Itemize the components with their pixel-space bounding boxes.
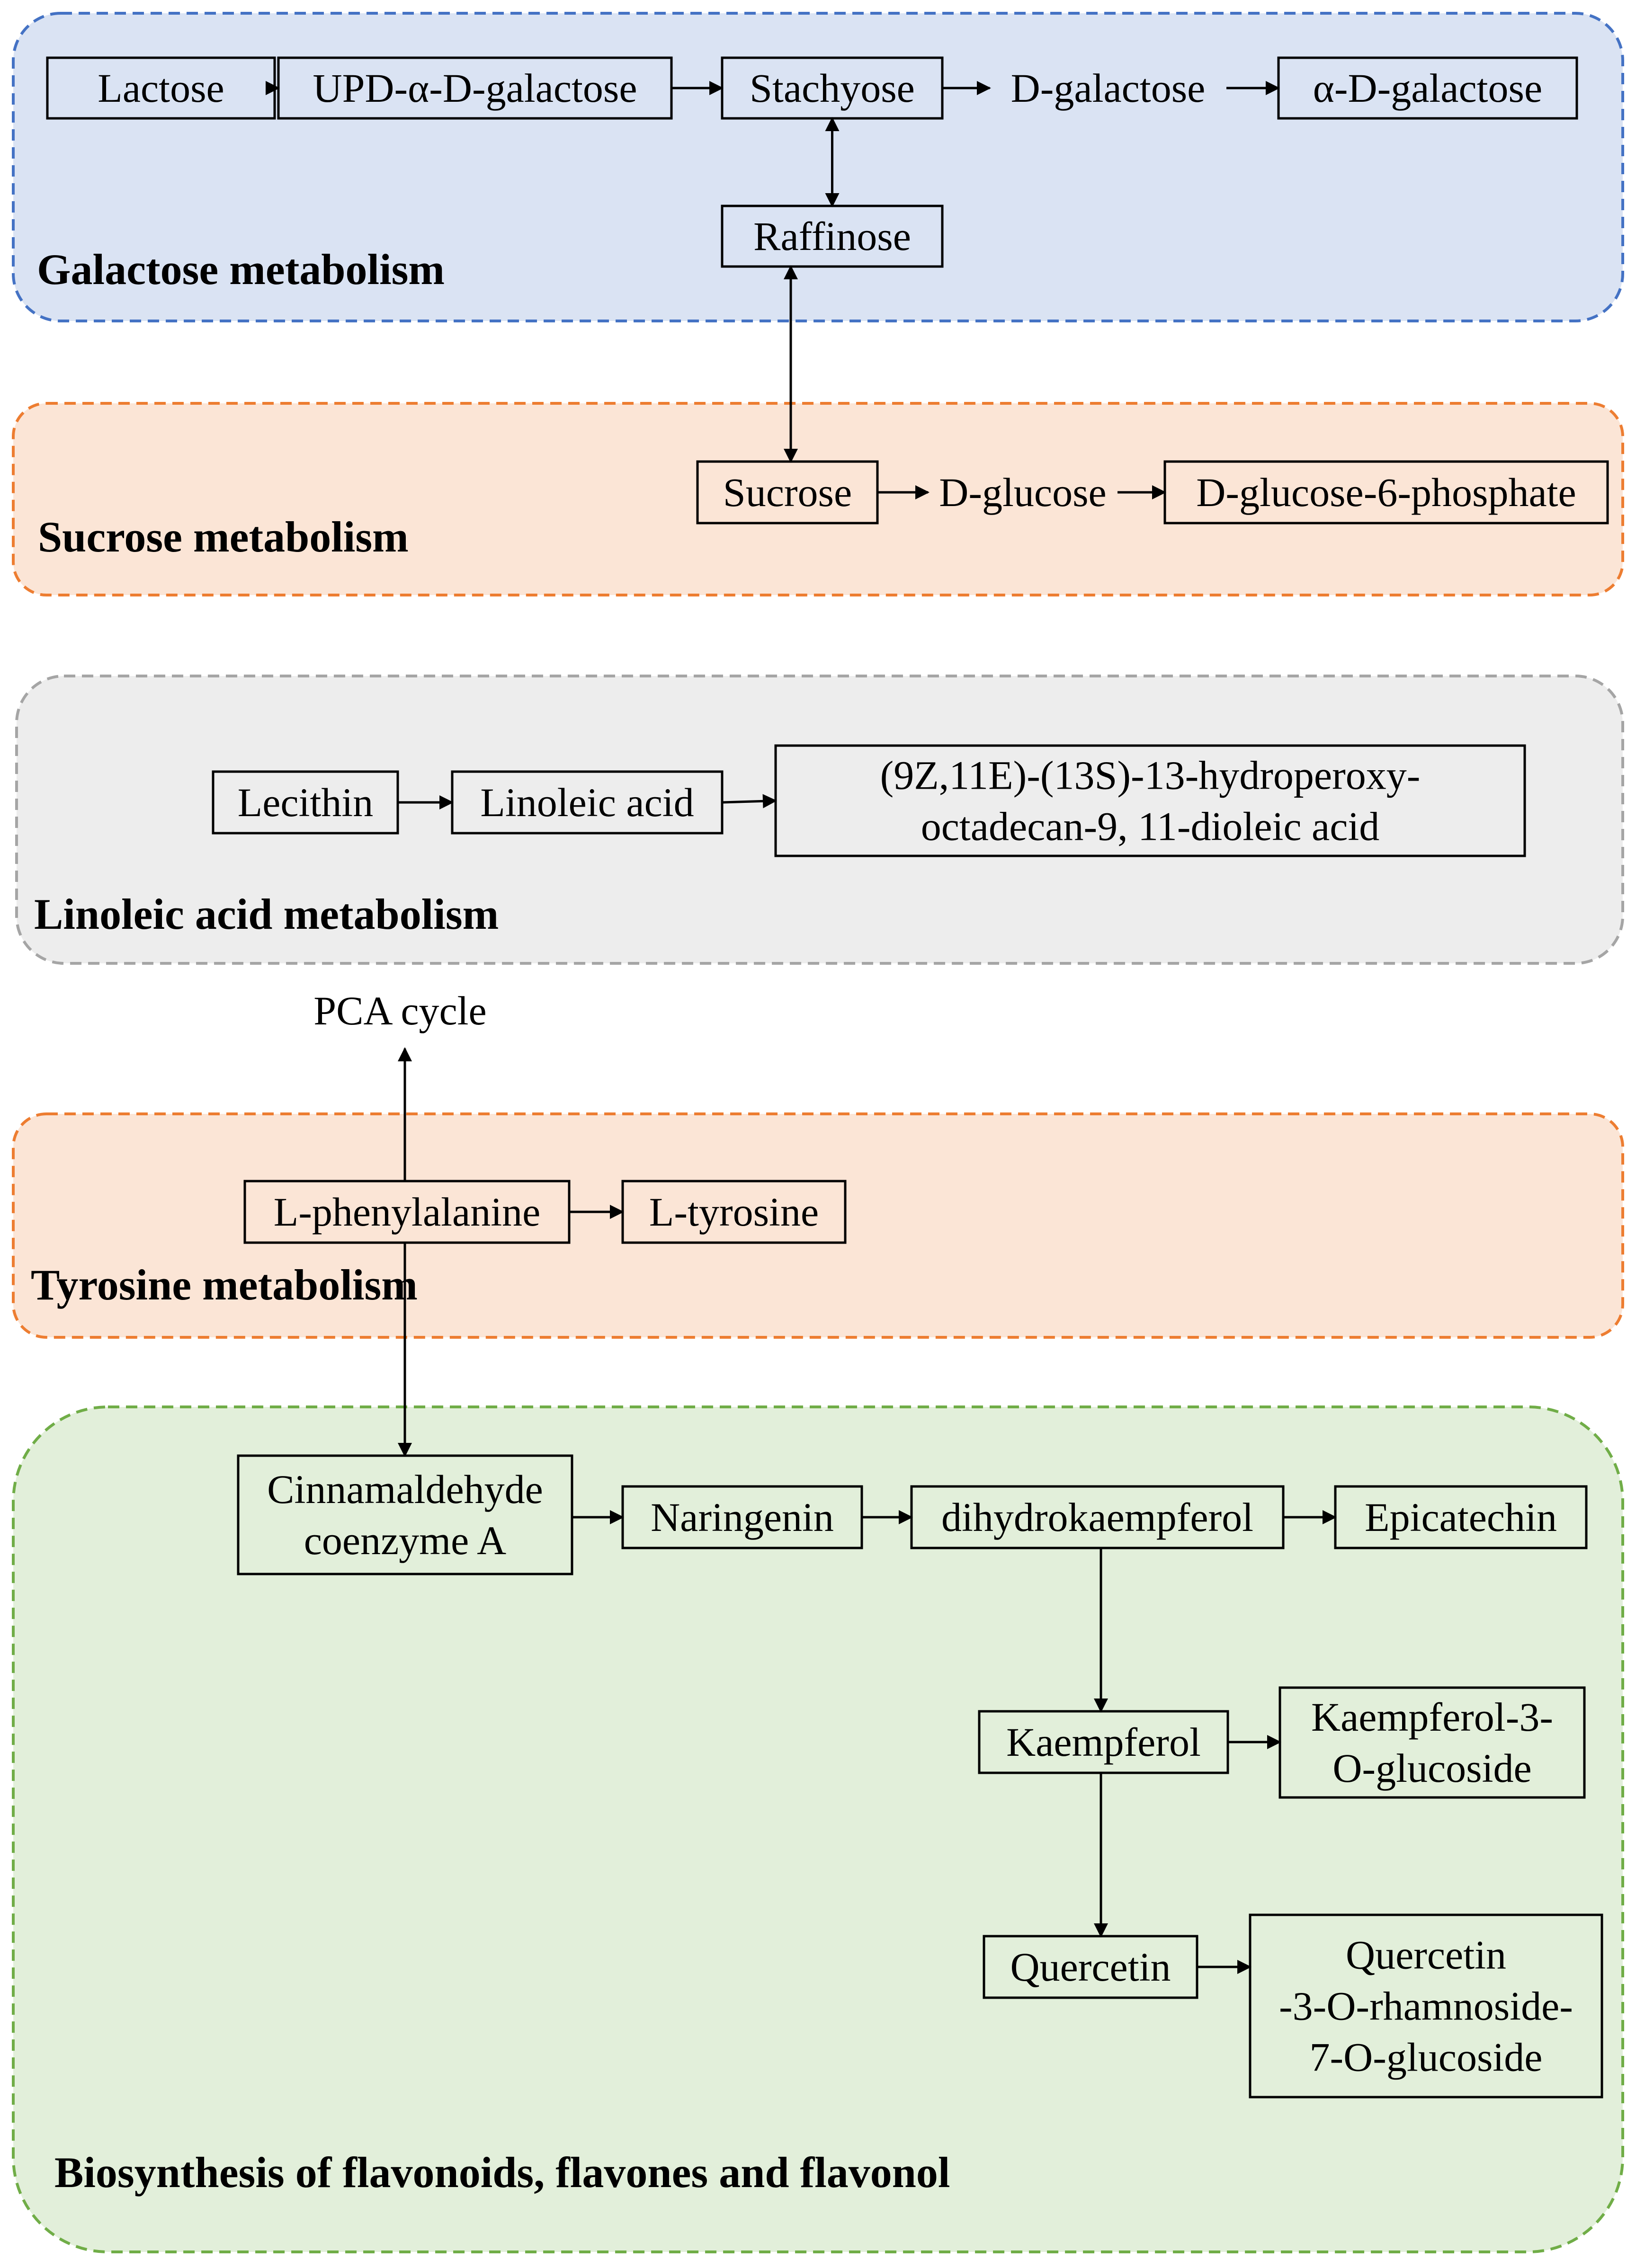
- metabolite-raffinose: Raffinose: [721, 205, 944, 268]
- region-title: Biosynthesis of flavonoids, flavones and…: [54, 2148, 950, 2197]
- metabolite-label: Sucrose: [723, 470, 852, 515]
- edge-linoleic-acid-to-hydroperoxy: [722, 794, 777, 809]
- pathway-nodes: Lactose UPD-α-D-galactose Stachyose D-galac…: [46, 56, 1609, 2099]
- metabolite-lactose: Lactose: [46, 56, 276, 120]
- metabolite-d-galactose: D-galactose: [1011, 65, 1206, 111]
- metabolite-upd-galactose: UPD-α-D-galactose: [277, 56, 673, 120]
- metabolite-label: O-glucoside: [1332, 1745, 1531, 1791]
- metabolite-d-glucose: D-glucose: [939, 470, 1106, 515]
- metabolite-box: [237, 1454, 573, 1575]
- metabolite-sucrose: Sucrose: [696, 460, 879, 525]
- metabolite-box: [243, 1180, 571, 1244]
- metabolite-label: UPD-α-D-galactose: [313, 65, 637, 111]
- metabolite-l-tyrosine: L-tyrosine: [621, 1180, 847, 1244]
- metabolite-label: D-glucose: [939, 470, 1106, 515]
- metabolite-quercetin-glycoside: Quercetin -3-O-rhamnoside- 7-O-glucoside: [1249, 1913, 1603, 2099]
- metabolite-dihydrokaempferol: dihydrokaempferol: [910, 1485, 1285, 1549]
- metabolite-pca-cycle: PCA cycle: [313, 988, 486, 1033]
- region-title: Galactose metabolism: [37, 245, 445, 294]
- region-panel: [12, 1112, 1624, 1339]
- metabolite-box: [696, 460, 879, 525]
- metabolite-label: -3-O-rhamnoside-: [1279, 1983, 1573, 2029]
- region-galactose-metabolism: Galactose metabolism: [12, 12, 1624, 322]
- metabolite-label: α-D-galactose: [1313, 65, 1542, 111]
- region-flavonoid-biosynthesis: Biosynthesis of flavonoids, flavones and…: [12, 1405, 1624, 2253]
- metabolite-label: Lecithin: [238, 780, 374, 825]
- metabolite-label: octadecan-9, 11-dioleic acid: [921, 804, 1380, 849]
- pathway-edges: [266, 81, 1337, 1974]
- metabolite-lecithin: Lecithin: [212, 770, 399, 835]
- metabolite-box: [1334, 1485, 1588, 1549]
- metabolite-stachyose: Stachyose: [721, 56, 944, 120]
- metabolite-box: [1163, 460, 1609, 525]
- region-panel: [15, 675, 1624, 965]
- region-title: Sucrose metabolism: [38, 513, 409, 561]
- metabolite-box: [277, 56, 673, 120]
- region-linoleic-acid-metabolism: Linoleic acid metabolism: [15, 675, 1624, 965]
- metabolite-box: [621, 1180, 847, 1244]
- metabolite-l-phenylalanine: L-phenylalanine: [243, 1180, 571, 1244]
- metabolite-box: [212, 770, 399, 835]
- metabolite-linoleic-acid: Linoleic acid: [451, 770, 724, 835]
- region-title: Tyrosine metabolism: [31, 1261, 418, 1309]
- metabolite-label: Quercetin: [1010, 1944, 1171, 1990]
- metabolite-epicatechin: Epicatechin: [1334, 1485, 1588, 1549]
- metabolite-glucose-6-phosphate: D-glucose-6-phosphate: [1163, 460, 1609, 525]
- metabolite-label: Cinnamaldehyde: [267, 1467, 543, 1512]
- metabolite-label: Lactose: [98, 65, 224, 111]
- metabolite-label: 7-O-glucoside: [1310, 2035, 1543, 2080]
- region-panel: [12, 402, 1624, 596]
- metabolite-label: Raffinose: [753, 213, 911, 259]
- region-tyrosine-metabolism: Tyrosine metabolism: [12, 1112, 1624, 1339]
- metabolite-hydroperoxy: (9Z,11E)-(13S)-13-hydroperoxy-octadecan-…: [774, 744, 1526, 857]
- metabolite-label: coenzyme A: [304, 1518, 506, 1563]
- metabolite-label: L-phenylalanine: [274, 1189, 541, 1235]
- metabolite-box: [721, 205, 944, 268]
- region-title: Linoleic acid metabolism: [34, 890, 499, 938]
- metabolite-box: [1249, 1913, 1603, 2099]
- metabolite-quercetin: Quercetin: [983, 1935, 1198, 1999]
- metabolite-label: Kaempferol-3-: [1311, 1694, 1553, 1740]
- metabolite-label: Naringenin: [651, 1494, 834, 1540]
- metabolite-box: [774, 744, 1526, 857]
- metabolite-label: D-glucose-6-phosphate: [1196, 470, 1576, 515]
- metabolite-naringenin: Naringenin: [621, 1485, 863, 1549]
- metabolite-label: Quercetin: [1346, 1932, 1506, 1978]
- metabolite-label: Kaempferol: [1006, 1719, 1201, 1765]
- metabolite-box: [983, 1935, 1198, 1999]
- metabolite-box: [1278, 1686, 1586, 1799]
- metabolite-box: [621, 1485, 863, 1549]
- metabolite-alpha-galactose: α-D-galactose: [1277, 56, 1578, 120]
- region-panel: [12, 12, 1624, 322]
- metabolite-cinnamaldehyde: Cinnamaldehyde coenzyme A: [237, 1454, 573, 1575]
- metabolite-label: (9Z,11E)-(13S)-13-hydroperoxy-: [880, 753, 1421, 798]
- metabolite-box: [978, 1710, 1229, 1774]
- metabolite-box: [910, 1485, 1285, 1549]
- region-sucrose-metabolism: Sucrose metabolism: [12, 402, 1624, 596]
- metabolite-label: Linoleic acid: [480, 780, 694, 825]
- metabolite-label: Stachyose: [750, 65, 915, 111]
- metabolite-label: L-tyrosine: [649, 1189, 819, 1235]
- metabolite-kaempferol: Kaempferol: [978, 1710, 1229, 1774]
- metabolite-label: D-galactose: [1011, 65, 1206, 111]
- metabolite-box: [1277, 56, 1578, 120]
- metabolite-label: Epicatechin: [1365, 1494, 1557, 1540]
- metabolite-label: PCA cycle: [313, 988, 486, 1033]
- metabolite-box: [451, 770, 724, 835]
- metabolite-box: [46, 56, 276, 120]
- region-panel: [12, 1405, 1624, 2253]
- metabolite-box: [721, 56, 944, 120]
- metabolite-label: dihydrokaempferol: [941, 1494, 1253, 1540]
- metabolite-kaempferol-glucoside: Kaempferol-3- O-glucoside: [1278, 1686, 1586, 1799]
